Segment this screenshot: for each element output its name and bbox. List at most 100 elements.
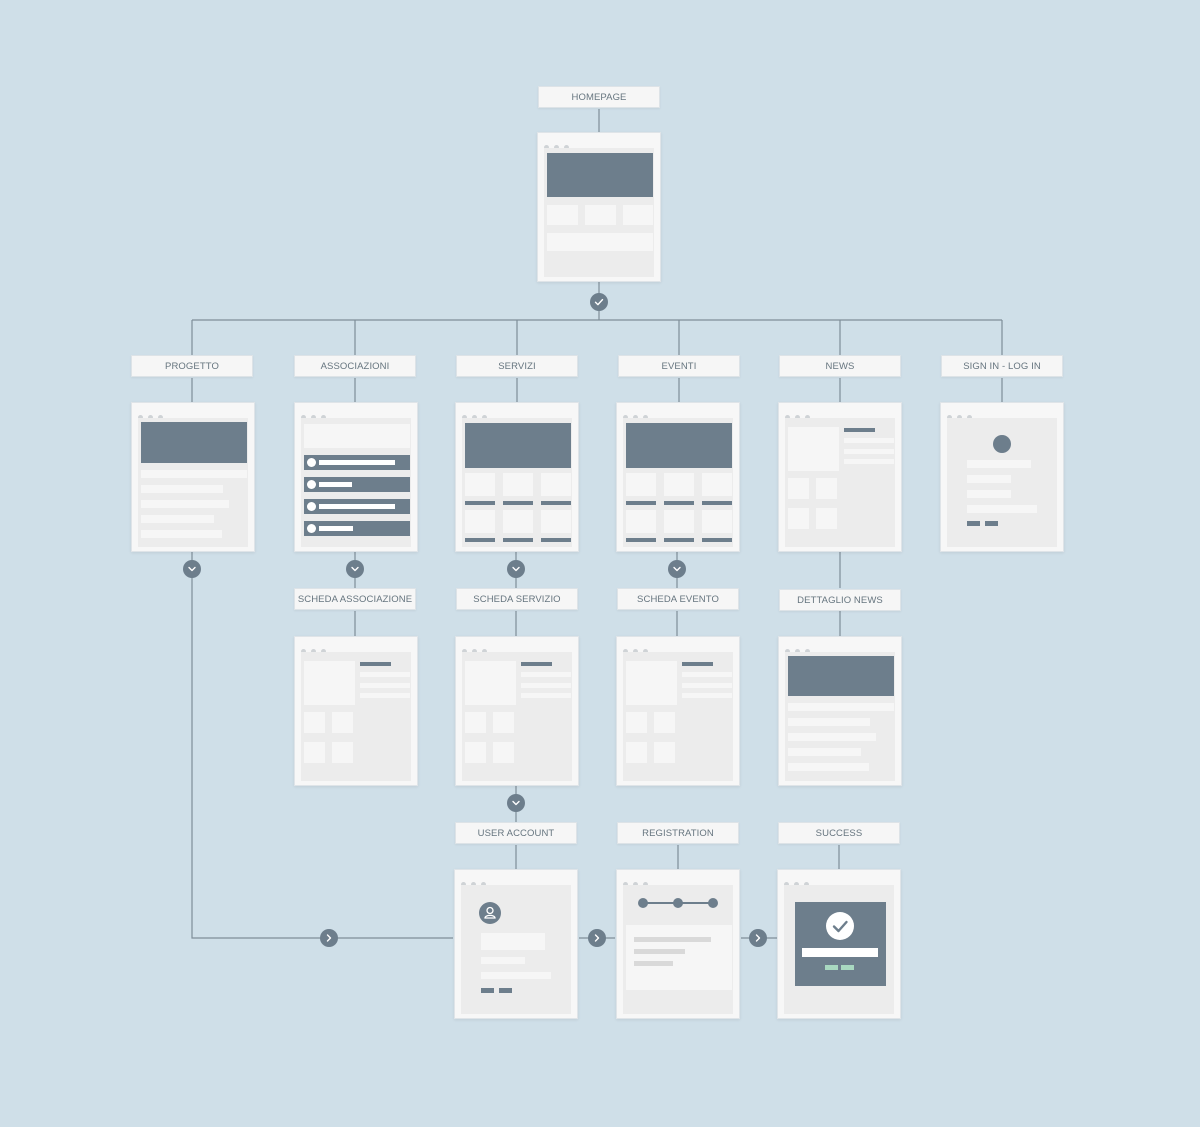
chevron-right-icon[interactable] [749,929,767,947]
form-field [967,475,1011,483]
chevron-right-icon[interactable] [320,929,338,947]
wireframe-scheda-evento[interactable] [616,636,740,786]
list-row [304,521,410,536]
card-block [465,473,495,496]
text-line [802,948,878,957]
list-row-text [319,460,395,465]
wireframe-scheda-associazione[interactable] [294,636,418,786]
card-caption [626,538,656,542]
thumbnail [626,742,647,763]
list-row [304,477,410,492]
chevron-right-icon[interactable] [588,929,606,947]
wireframe-progetto[interactable] [131,402,255,552]
button-block [825,965,838,970]
button-block [841,965,854,970]
card-block [702,510,732,533]
text-line [682,672,732,677]
wireframe-user-account[interactable] [454,869,578,1019]
button-block [499,988,512,993]
list-row-text [319,504,395,509]
text-line [634,937,711,942]
wireframe-success[interactable] [777,869,901,1019]
card-caption [465,538,495,542]
node-label-eventi[interactable]: EVENTI [618,355,740,377]
node-label-servizi[interactable]: SERVIZI [456,355,578,377]
hero-block [626,423,732,468]
text-line [141,515,214,523]
window-dots-icon [623,641,653,654]
text-line [788,733,876,741]
image-block [788,427,839,471]
list-row-text [319,482,352,487]
title-line [521,662,552,666]
hero-block [788,656,894,696]
wireframe-dettaglio-news[interactable] [778,636,902,786]
node-label-scheda-servizio[interactable]: SCHEDA SERVIZIO [456,588,578,610]
wireframe-servizi[interactable] [455,402,579,552]
node-label-dettaglio-news[interactable]: DETTAGLIO NEWS [779,589,901,611]
wireframe-eventi[interactable] [616,402,740,552]
text-line [521,693,571,698]
text-line [844,459,894,464]
window-dots-icon [623,407,653,420]
text-line [360,683,410,688]
text-line [141,500,229,508]
node-label-associazioni[interactable]: ASSOCIAZIONI [294,355,416,377]
window-dots-icon [623,874,653,887]
chevron-down-icon[interactable] [507,794,525,812]
card-block [503,473,533,496]
wireframe-associazioni[interactable] [294,402,418,552]
text-line [788,718,870,726]
text-line [141,485,223,493]
card-caption [503,538,533,542]
text-line [682,683,732,688]
node-label-scheda-evento[interactable]: SCHEDA EVENTO [617,588,739,610]
image-block [626,661,677,705]
thumbnail [304,742,325,763]
card-block [664,510,694,533]
node-label-success[interactable]: SUCCESS [778,822,900,844]
button-block [967,521,980,526]
text-line [788,703,894,711]
check-icon[interactable] [590,293,608,311]
chevron-down-icon[interactable] [183,560,201,578]
wireframe-news[interactable] [778,402,902,552]
text-line [844,438,894,443]
node-label-homepage[interactable]: HOMEPAGE [538,86,660,108]
card-caption [702,538,732,542]
button-block [985,521,998,526]
node-label-registration[interactable]: REGISTRATION [617,822,739,844]
title-line [682,662,713,666]
thumbnail [816,508,837,529]
form-field [967,490,1011,498]
chevron-down-icon[interactable] [668,560,686,578]
text-line [634,961,673,966]
wireframe-homepage[interactable] [537,132,661,282]
wireframe-scheda-servizio[interactable] [455,636,579,786]
window-dots-icon [785,407,815,420]
text-line [682,693,732,698]
node-label-news[interactable]: NEWS [779,355,901,377]
hero-block [141,422,247,463]
header-block [304,424,410,448]
node-label-progetto[interactable]: PROGETTO [131,355,253,377]
text-line [521,683,571,688]
card-block [541,473,571,496]
card-block [626,473,656,496]
chevron-down-icon[interactable] [346,560,364,578]
wireframe-registration[interactable] [616,869,740,1019]
thumbnail [465,742,486,763]
button-block [481,988,494,993]
card-caption [541,538,571,542]
chevron-down-icon[interactable] [507,560,525,578]
node-label-signin[interactable]: SIGN IN - LOG IN [941,355,1063,377]
node-label-scheda-associazione[interactable]: SCHEDA ASSOCIAZIONE [294,588,416,610]
thumbnail [304,712,325,733]
wireframe-signin[interactable] [940,402,1064,552]
list-row-bullet [307,524,316,533]
form-field [967,460,1031,468]
window-dots-icon [785,641,815,654]
node-label-user-account[interactable]: USER ACCOUNT [455,822,577,844]
window-dots-icon [784,874,814,887]
window-dots-icon [461,874,491,887]
